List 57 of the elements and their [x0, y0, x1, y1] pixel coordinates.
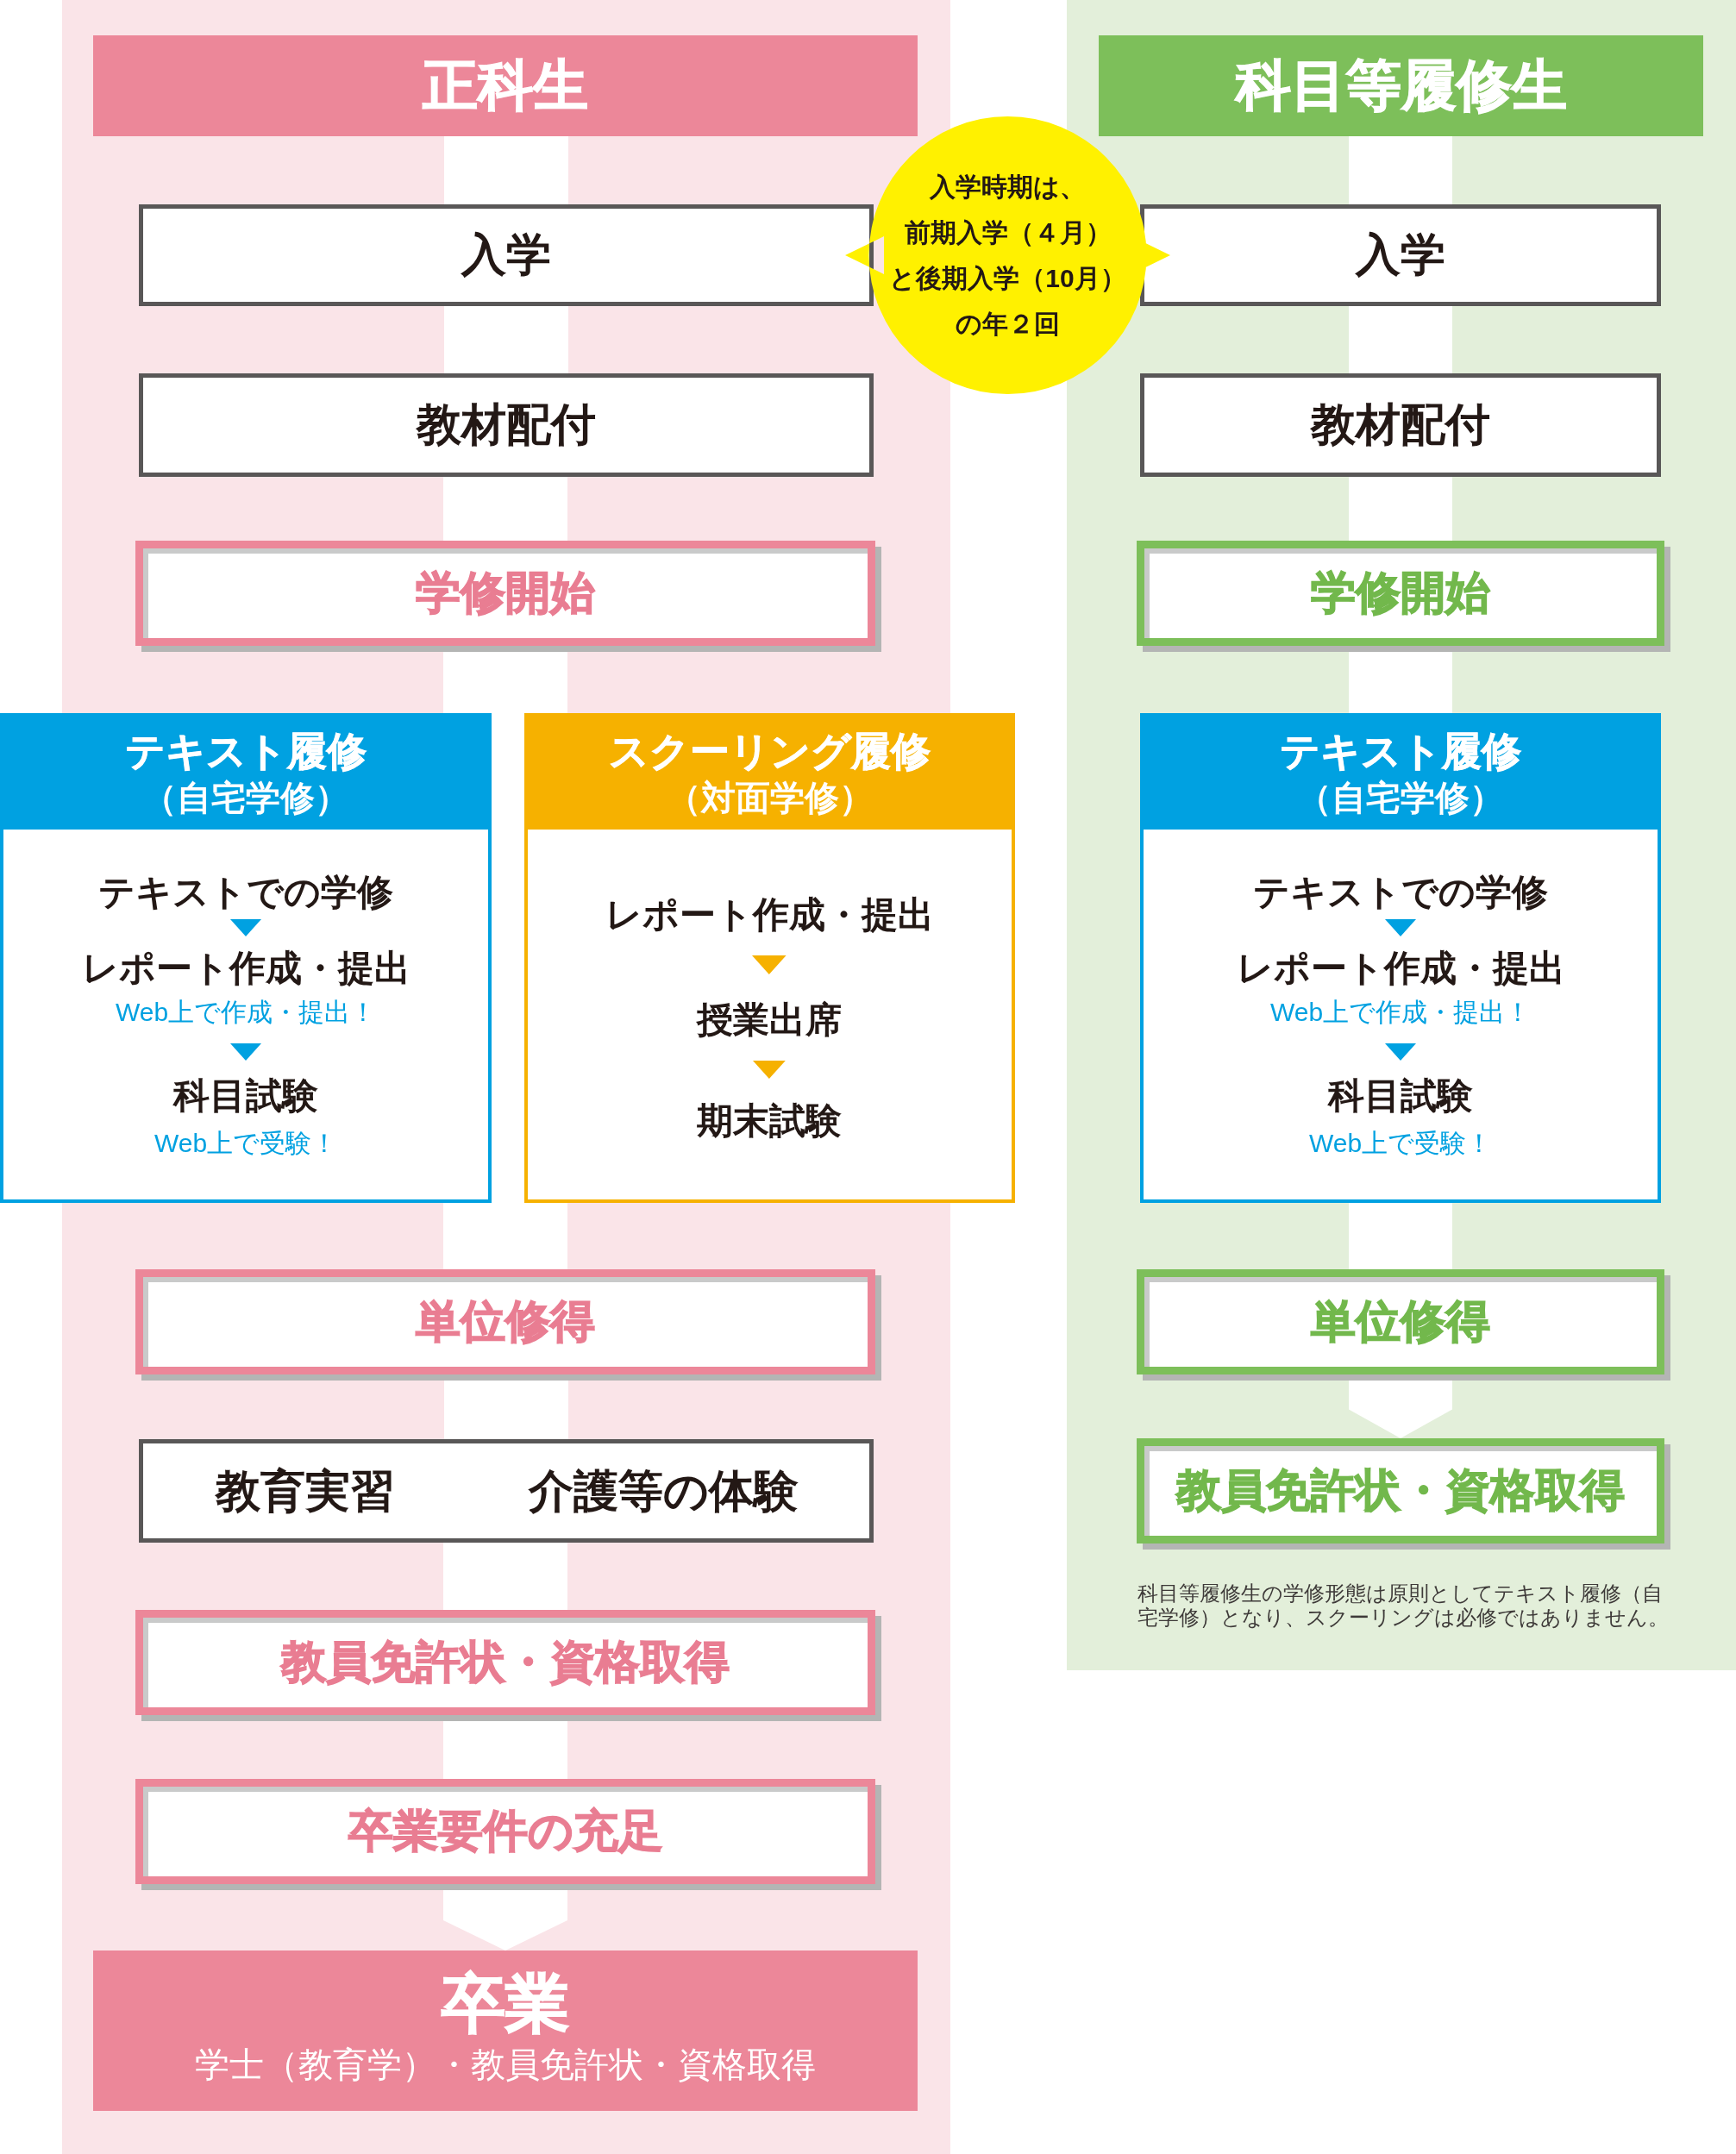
- step-note: Web上で受験！: [1308, 1128, 1493, 1159]
- panel-title: テキスト履修: [125, 728, 367, 775]
- step-box: 入学: [1140, 204, 1661, 306]
- flow-band: [1349, 477, 1452, 541]
- step-label: レポート作成・提出: [1236, 947, 1565, 990]
- step-box: [139, 1439, 874, 1543]
- bubble-text: 入学時期は、前期入学（４月）と後期入学（10月）の年２回: [888, 172, 1127, 340]
- course-panel: [0, 713, 492, 1203]
- panel-title: スクーリング履修: [609, 728, 931, 775]
- arrow: [230, 919, 261, 936]
- flow-band: [444, 136, 568, 204]
- flow-band: [443, 1203, 567, 1269]
- panel-subtitle: （自宅学修）: [1297, 778, 1504, 818]
- step-label: レポート作成・提出: [605, 889, 934, 955]
- graduation-title: 卒業: [442, 1967, 569, 2041]
- flow-band: [1349, 652, 1452, 713]
- arrow: [753, 1061, 786, 1079]
- flow-arrow: [1349, 1381, 1452, 1438]
- course-panel: [524, 713, 1015, 1203]
- step-box: 教材配付: [1140, 373, 1661, 477]
- flow-band: [1349, 306, 1452, 373]
- step-note: Web上で作成・提出！: [115, 997, 377, 1028]
- step-label: 教育実習: [216, 1465, 395, 1518]
- step-label: 授業出席: [697, 974, 842, 1061]
- note-text: 科目等履修生の学修形態は原則としてテキスト履修（自宅学修）となり、スクーリングは必修ではありません。: [1137, 1581, 1670, 1630]
- graduation-box: [93, 1950, 918, 2111]
- panel-title: テキスト履修: [1280, 728, 1521, 775]
- flow-band: [443, 477, 567, 541]
- flow-band: [444, 1381, 568, 1439]
- arrow: [1385, 919, 1416, 936]
- step-box: 教材配付: [139, 373, 874, 477]
- step-label: レポート作成・提出: [81, 947, 410, 990]
- flow-band: [1349, 136, 1452, 204]
- flow-band: [1349, 1203, 1452, 1269]
- arrow: [230, 1043, 261, 1061]
- step-box: 入学: [139, 204, 874, 306]
- flow-band: [444, 306, 568, 373]
- flow-arrow: [443, 1890, 567, 1950]
- column-header: 正科生: [93, 35, 918, 136]
- flow-band: [443, 1543, 567, 1610]
- graduation-subtitle: 学士（教育学）・教員免許状・資格取得: [195, 2044, 816, 2085]
- column-header: 科目等履修生: [1099, 35, 1703, 136]
- step-label: テキストでの学修: [1253, 866, 1548, 919]
- step-label: 期末試験: [697, 1079, 842, 1147]
- flow-band: [443, 652, 567, 713]
- panel-subtitle: （対面学修）: [666, 778, 874, 818]
- step-label: 科目試験: [173, 1074, 318, 1118]
- arrow: [1385, 1043, 1416, 1061]
- course-panel: [1140, 713, 1661, 1203]
- arrow: [752, 955, 787, 974]
- step-label: 介護等の体験: [528, 1465, 799, 1518]
- step-note: Web上で作成・提出！: [1269, 997, 1532, 1028]
- step-label: テキストでの学修: [98, 866, 393, 919]
- panel-subtitle: （自宅学修）: [142, 778, 349, 818]
- step-label: 科目試験: [1328, 1074, 1473, 1118]
- step-note: Web上で受験！: [154, 1128, 338, 1159]
- flow-band: [443, 1721, 567, 1779]
